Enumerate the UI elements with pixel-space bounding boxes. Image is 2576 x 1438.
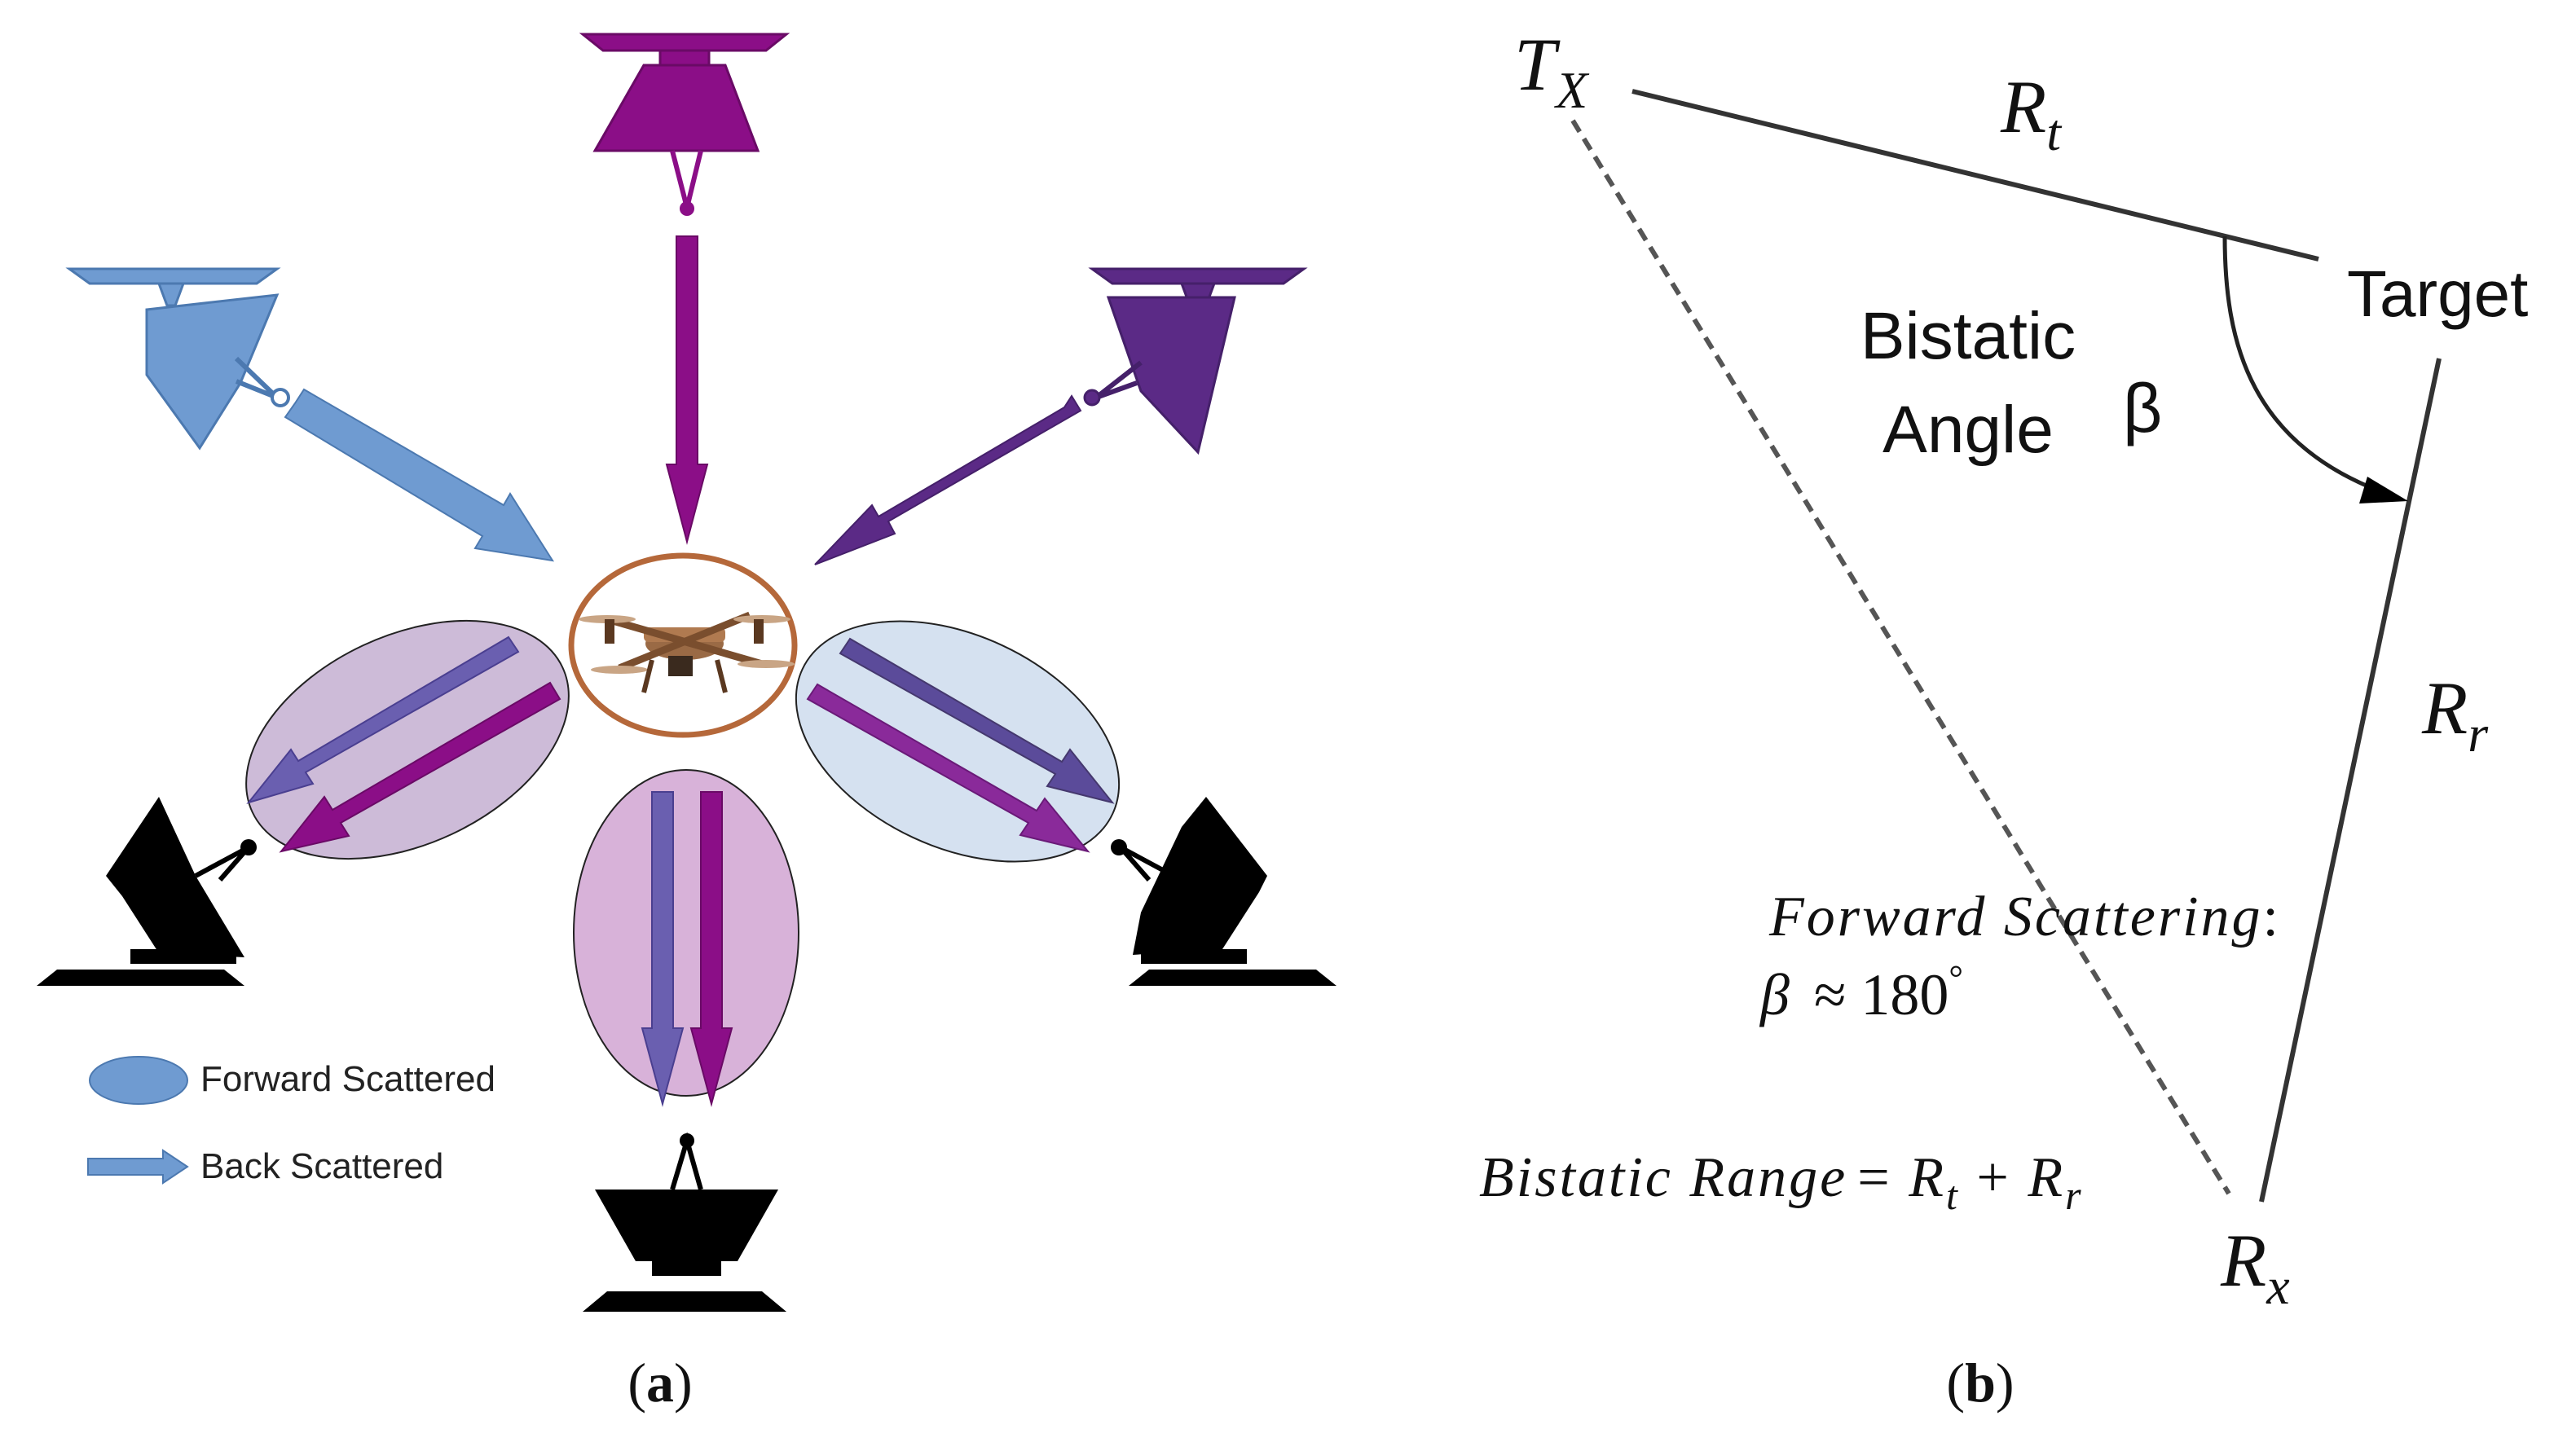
label-beta: β (2123, 370, 2162, 446)
arrow-right-blue (839, 637, 1115, 804)
drone-icon (579, 611, 795, 693)
label-bistatic-angle-1: Bistatic (1860, 299, 2076, 373)
receiver-lower-left (37, 797, 257, 986)
bistatic-angle-arc (2222, 235, 2397, 499)
label-rx: Rx (2220, 1219, 2290, 1315)
arrow-bottom-blue (641, 791, 685, 1107)
drone-target (568, 552, 798, 738)
legend: Forward Scattered Back Scattered (87, 1056, 495, 1186)
label-rt: Rt (2000, 65, 2063, 161)
panel-a: Forward Scattered Back Scattered (a) (37, 33, 1336, 1414)
legend-forward-swatch (89, 1056, 188, 1105)
receiver-lower-right (1111, 797, 1336, 986)
label-forward-scattering: Forward Scattering: (1768, 886, 2281, 948)
caption-a: (a) (627, 1352, 692, 1414)
transmitter-upper-right (1083, 267, 1308, 455)
legend-back-swatch (87, 1149, 189, 1185)
label-forward-equation: β≈ 180° (1759, 958, 1963, 1027)
arrow-from-upper-left (284, 388, 555, 562)
arrow-left-purple (279, 681, 561, 853)
line-target-rx (2259, 358, 2442, 1203)
arrow-left-blue (246, 635, 520, 804)
bistatic-angle-arrowhead (2359, 477, 2408, 504)
forward-ellipse-right (795, 620, 1121, 863)
label-bistatic-angle-2: Angle (1882, 393, 2054, 467)
legend-back-label: Back Scattered (200, 1146, 443, 1186)
label-target: Target (2347, 257, 2528, 330)
transmitter-upper-left (65, 267, 290, 451)
line-tx-target (1631, 89, 2319, 262)
arrow-bottom-purple (689, 791, 733, 1107)
label-tx: TX (1514, 23, 1590, 119)
arrow-from-upper-right (814, 394, 1082, 565)
legend-forward-label: Forward Scattered (200, 1059, 495, 1099)
receiver-bottom (583, 1132, 786, 1312)
label-rr: Rr (2421, 666, 2489, 763)
forward-ellipse-bottom (573, 769, 799, 1097)
arrow-right-purple (806, 683, 1090, 853)
forward-ellipse-left (245, 619, 570, 860)
transmitter-top (579, 33, 790, 216)
arrow-from-top (665, 235, 709, 545)
caption-b: (b) (1946, 1352, 2014, 1414)
panel-b: TX Rt Target Bistatic Angle β Rr Forward… (1479, 23, 2528, 1414)
label-bistatic-range: Bistatic Range= Rt + Rr (1479, 1146, 2084, 1218)
line-tx-rx-dashed (1570, 119, 2231, 1195)
